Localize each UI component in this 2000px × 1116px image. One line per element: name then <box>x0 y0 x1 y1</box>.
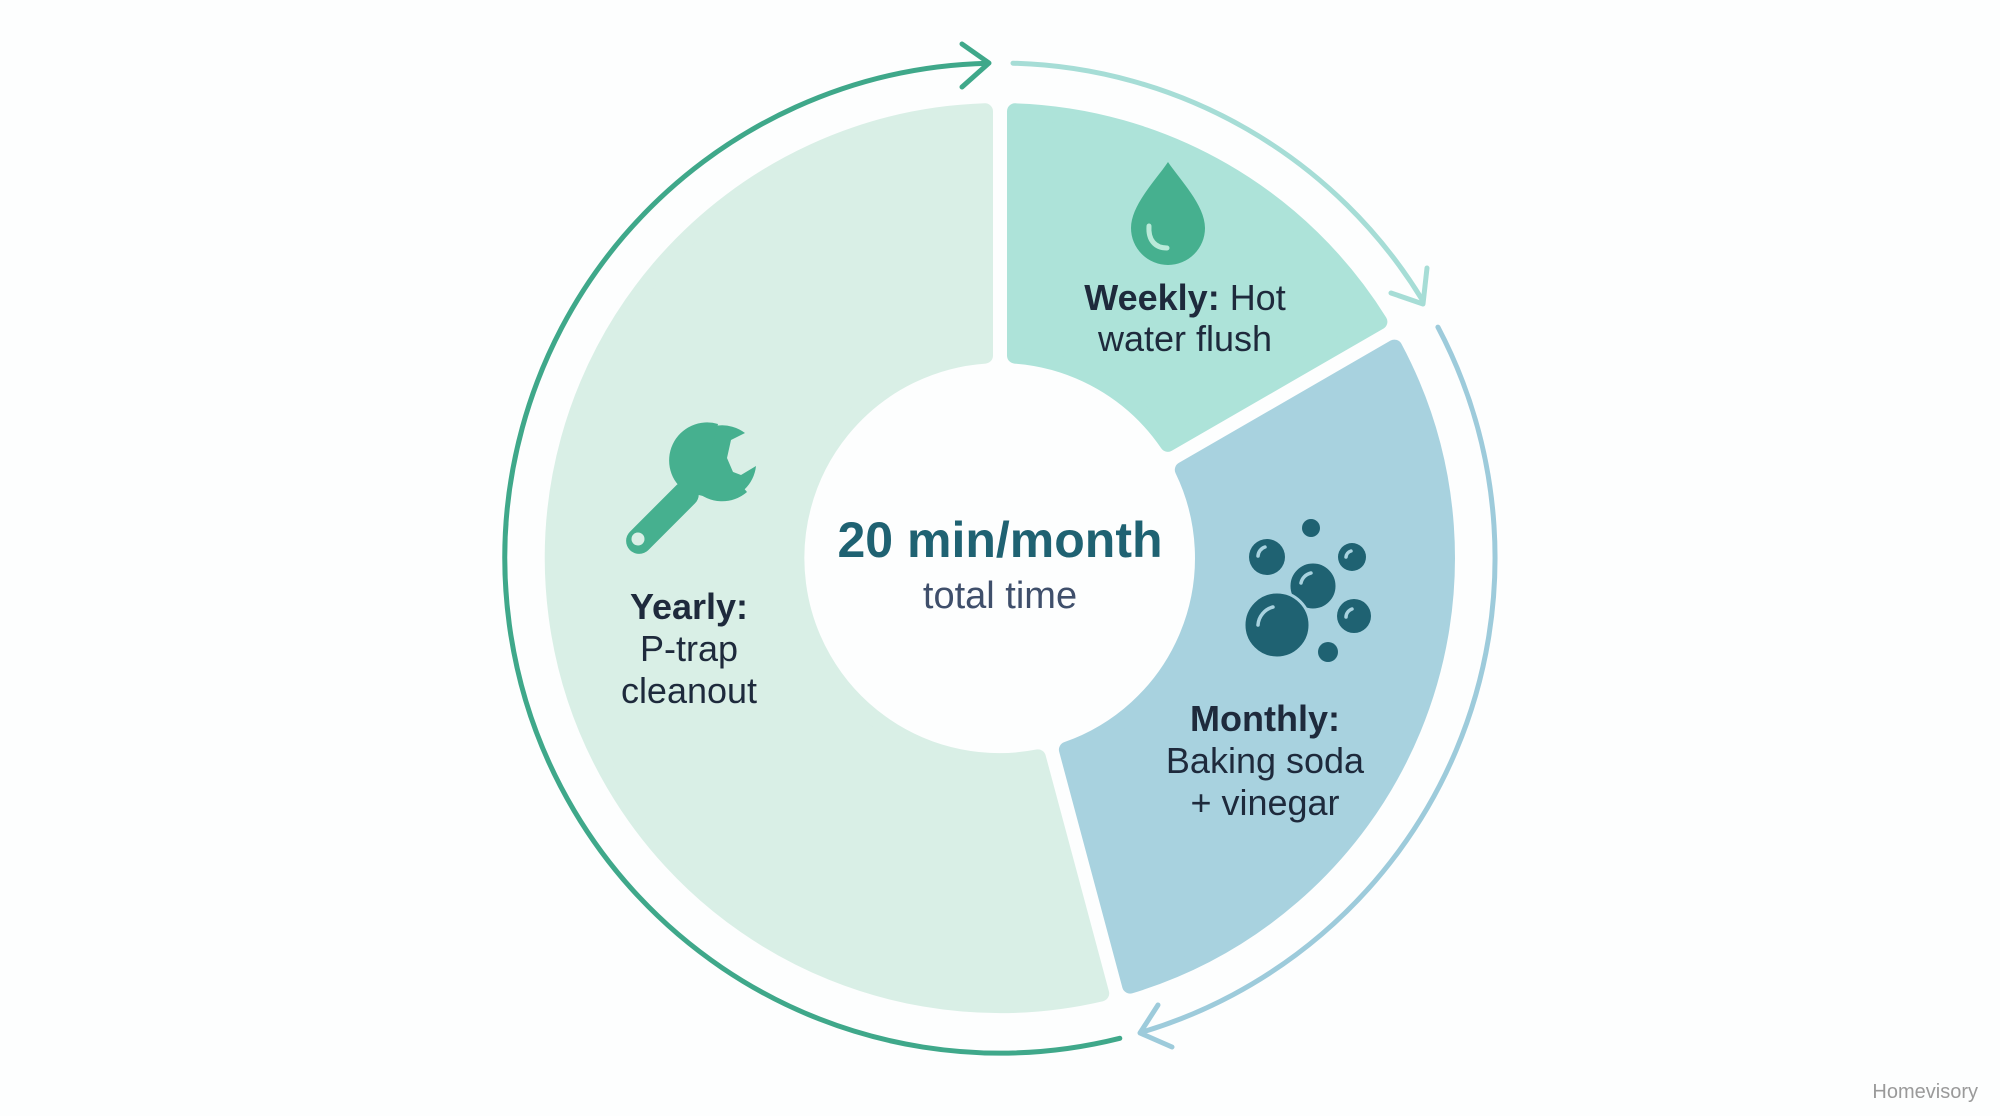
wrench-icon <box>626 422 756 554</box>
weekly-frequency: Weekly: <box>1084 277 1219 318</box>
yearly-task-line1: P-trap <box>640 628 738 669</box>
center-total-caption: total time <box>923 575 1077 617</box>
segment-weekly <box>1007 103 1388 452</box>
weekly-label: Weekly: Hot <box>1084 277 1285 318</box>
brand-watermark: Homevisory <box>1872 1081 1978 1103</box>
monthly-frequency: Monthly: <box>1190 698 1340 739</box>
center-total-value: 20 min/month <box>837 512 1162 568</box>
segment-yearly <box>544 103 1110 1014</box>
cycle-arrow-monthly <box>1137 324 1498 1050</box>
monthly-task-line2: + vinegar <box>1190 782 1339 823</box>
segment-monthly <box>1058 339 1455 994</box>
yearly-frequency: Yearly: <box>630 586 748 627</box>
arrowhead-icon <box>1137 1002 1175 1050</box>
bubbles-icon <box>1242 519 1371 662</box>
cycle-arrow-yearly <box>502 41 1123 1056</box>
weekly-task-line2: water flush <box>1097 318 1272 359</box>
cycle-arrow-weekly <box>1010 60 1430 307</box>
weekly-task-line1: Hot <box>1230 277 1286 318</box>
yearly-task-line2: cleanout <box>621 670 757 711</box>
arrowhead-icon <box>1388 265 1430 307</box>
monthly-task-line1: Baking soda <box>1166 740 1365 781</box>
water-drop-icon <box>1131 162 1205 265</box>
arrowhead-icon <box>959 41 992 90</box>
